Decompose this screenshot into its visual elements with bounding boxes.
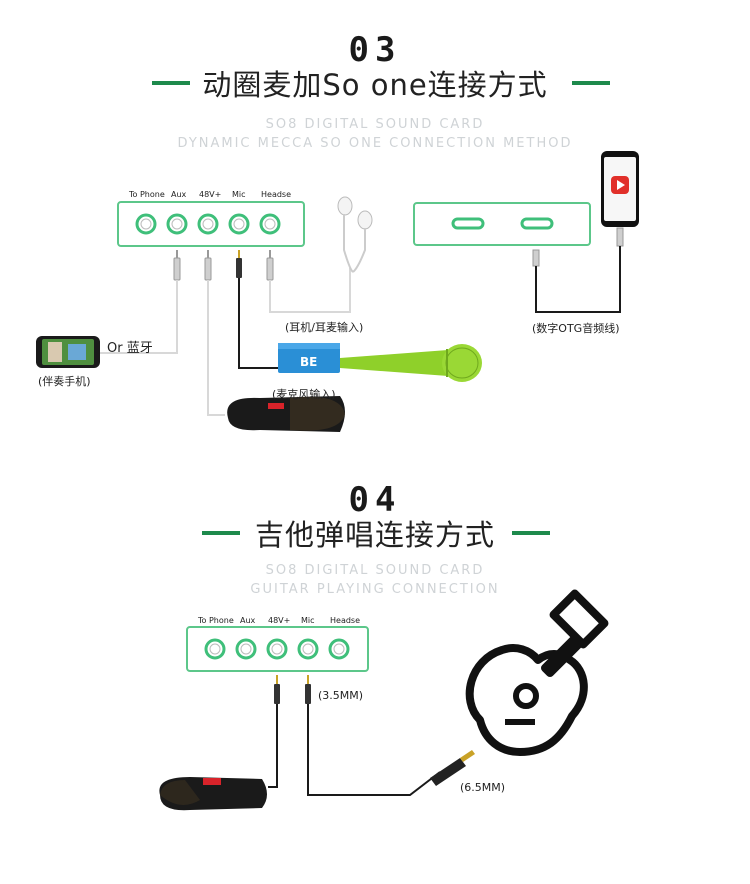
sound-card-device-back bbox=[413, 202, 591, 246]
acoustic-guitar bbox=[465, 589, 609, 756]
port-headset bbox=[328, 638, 350, 660]
port-48v bbox=[197, 213, 219, 235]
port-mic bbox=[228, 213, 250, 235]
headset-plug bbox=[266, 250, 274, 281]
section2-title-row: 吉他弹唱连接方式 bbox=[0, 512, 750, 552]
port-label-to-phone: To Phone bbox=[129, 190, 165, 199]
earphone-input-caption: (耳机/耳麦输入) bbox=[285, 321, 364, 334]
mic-preamp-box: BE bbox=[278, 343, 340, 373]
section2-number: 04 bbox=[348, 480, 402, 520]
title-line-left bbox=[152, 81, 190, 85]
title-line-right bbox=[572, 81, 610, 85]
section2-subtitle-1: SO8 DIGITAL SOUND CARD bbox=[265, 563, 485, 578]
48v-cable bbox=[207, 280, 225, 416]
section2-subtitle-2: GUITAR PLAYING CONNECTION bbox=[250, 582, 500, 597]
port-label-headset: Headse bbox=[261, 190, 292, 199]
sound-card-device bbox=[186, 626, 369, 672]
port-mic bbox=[297, 638, 319, 660]
48v-cable bbox=[268, 704, 278, 788]
title-line-right bbox=[512, 531, 550, 535]
black-dynamic-microphone bbox=[227, 396, 345, 432]
section2-diagram bbox=[159, 589, 609, 811]
mic-cable bbox=[238, 278, 285, 369]
mic-plug bbox=[236, 250, 242, 278]
bluetooth-caption: Or 蓝牙 bbox=[107, 341, 153, 356]
aux-plug bbox=[173, 250, 181, 281]
port-aux bbox=[235, 638, 257, 660]
port-to-phone bbox=[135, 213, 157, 235]
headset-cable bbox=[269, 268, 351, 313]
section1-title-row: 动圈麦加So one连接方式 bbox=[0, 62, 750, 102]
section1-number: 03 bbox=[348, 30, 402, 70]
svg-text:BE: BE bbox=[300, 355, 317, 369]
port-label-aux: Aux bbox=[171, 190, 187, 199]
48v-plug bbox=[274, 675, 280, 704]
accompaniment-phone-caption: (伴奏手机) bbox=[38, 375, 91, 388]
port-label-48v: 48V+ bbox=[199, 190, 222, 199]
48v-plug bbox=[204, 250, 212, 281]
section1-subtitle-2: DYNAMIC MECCA SO ONE CONNECTION METHOD bbox=[177, 136, 573, 151]
port-to-phone bbox=[204, 638, 226, 660]
port-48v bbox=[266, 638, 288, 660]
6-5mm-plug bbox=[430, 750, 475, 786]
section1-diagram: BE bbox=[36, 151, 639, 432]
port-label-48v: 48V+ bbox=[268, 616, 291, 625]
sound-card-device bbox=[117, 201, 305, 247]
guitar-cable bbox=[307, 704, 441, 796]
mic-input-caption: (麦克风输入) bbox=[272, 388, 336, 401]
section1-title: 动圈麦加So one连接方式 bbox=[202, 68, 548, 102]
port-label-to-phone: To Phone bbox=[198, 616, 234, 625]
otg-cable bbox=[532, 227, 624, 313]
earphones bbox=[337, 196, 373, 273]
port-headset bbox=[259, 213, 281, 235]
mic-plug bbox=[305, 675, 311, 704]
port-label-mic: Mic bbox=[232, 190, 246, 199]
digital-otg-caption: (数字OTG音频线) bbox=[532, 322, 620, 335]
accompaniment-phone bbox=[36, 336, 100, 368]
port-label-aux: Aux bbox=[240, 616, 256, 625]
aux-cable bbox=[100, 280, 178, 354]
port-aux bbox=[166, 213, 188, 235]
section2-title: 吉他弹唱连接方式 bbox=[254, 518, 495, 552]
title-line-left bbox=[202, 531, 240, 535]
green-handheld-microphone bbox=[340, 344, 482, 382]
black-dynamic-microphone bbox=[159, 777, 267, 811]
section1-subtitle-1: SO8 DIGITAL SOUND CARD bbox=[265, 117, 485, 132]
3-5mm-caption: (3.5MM) bbox=[318, 689, 364, 702]
guitar-sound-hole bbox=[513, 683, 539, 709]
6-5mm-caption: (6.5MM) bbox=[460, 781, 506, 794]
port-label-mic: Mic bbox=[301, 616, 315, 625]
smartphone-upright bbox=[601, 151, 639, 227]
port-label-headset: Headse bbox=[330, 616, 361, 625]
